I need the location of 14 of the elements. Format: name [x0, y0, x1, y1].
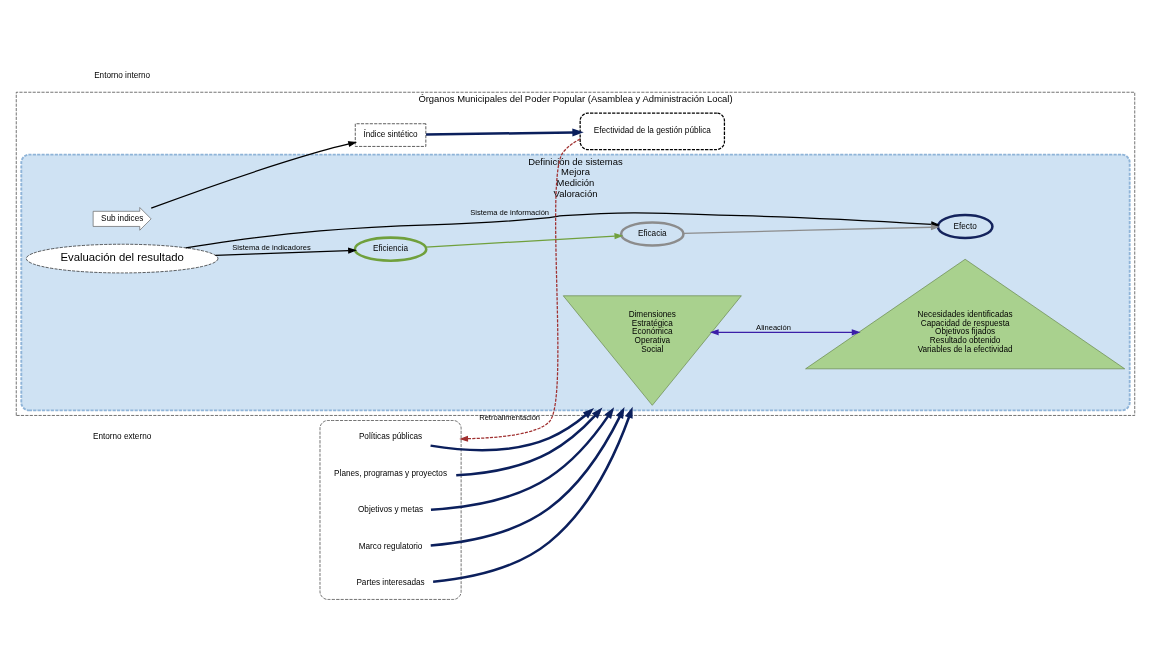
arrow: [214, 247, 357, 256]
arrow: [150, 141, 358, 209]
arrow: [456, 407, 603, 477]
arrow: [459, 138, 581, 442]
arrow: [430, 407, 625, 547]
arrow: [683, 224, 940, 234]
cluster: [319, 420, 462, 600]
arrow: [430, 407, 595, 452]
arrow: [709, 329, 861, 336]
node-ellipse: Evaluación del resultado: [26, 243, 219, 274]
arrow: [433, 406, 633, 583]
arrow: [426, 128, 584, 137]
arrow: [430, 407, 615, 511]
arrow: [425, 233, 624, 248]
